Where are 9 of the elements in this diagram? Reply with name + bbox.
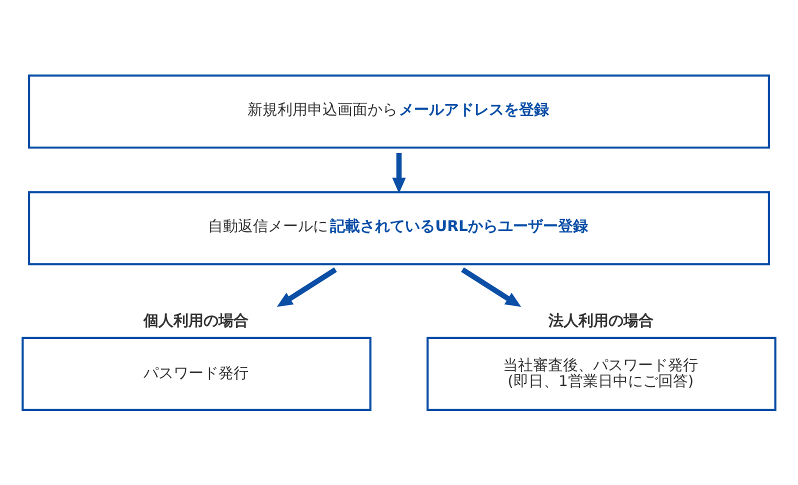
arrow [392,153,406,194]
node-box: パスワード発行 [22,336,372,412]
node-box: 当社審査後、パスワード発行 (即日、1営業日中にご回答) [426,336,776,412]
node-box: 自動返信メールに記載されているURLからユーザー登録 [28,191,770,266]
arrow [276,267,337,307]
node-label: 個人利用の場合 [144,312,249,330]
node-label: 法人利用の場合 [548,312,654,330]
node-box: 新規利用申込画面からメールアドレスを登録 [28,74,770,149]
arrow [461,267,522,307]
